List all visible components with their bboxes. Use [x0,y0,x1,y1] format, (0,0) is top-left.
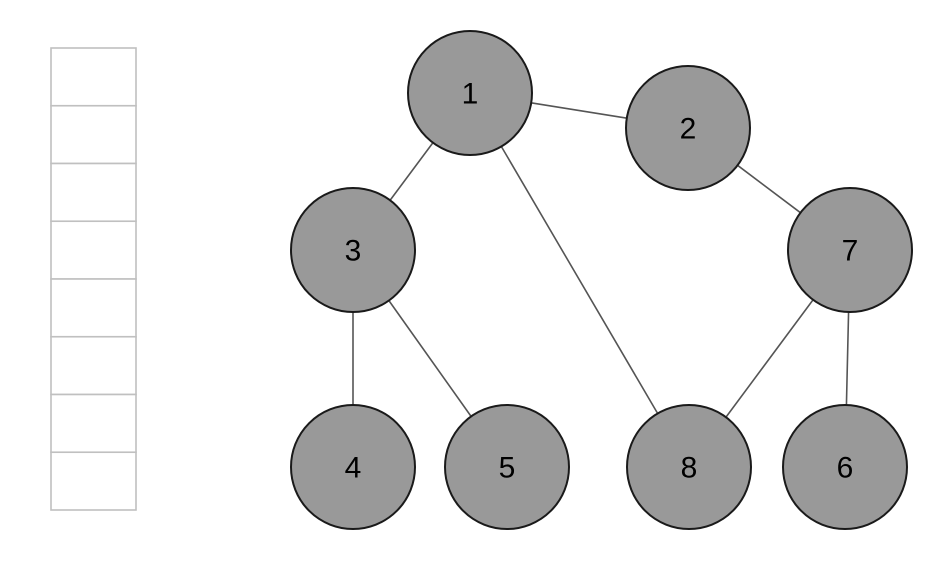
node-circle-6[interactable] [782,404,908,530]
cell-row[interactable] [50,393,137,454]
graph-node-4[interactable]: 4 [290,404,416,530]
graph-nodes: 1 2 3 7 4 5 8 6 [290,30,913,530]
node-label-8: 8 [681,452,698,485]
node-label-1: 1 [462,78,479,111]
cell-row[interactable] [50,335,137,396]
node-circle-2[interactable] [625,65,751,191]
node-circle-1[interactable] [407,30,533,156]
node-circle-7[interactable] [787,187,913,313]
cell-row[interactable] [50,278,137,338]
graph-edge-3-5 [387,298,473,419]
cell-row[interactable] [50,47,137,107]
graph-node-7[interactable]: 7 [787,187,913,313]
node-label-6: 6 [837,452,854,485]
node-label-5: 5 [499,452,516,485]
node-label-4: 4 [345,452,362,485]
node-label-2: 2 [680,113,697,146]
node-circle-5[interactable] [444,404,570,530]
graph-node-6[interactable]: 6 [782,404,908,530]
node-circle-8[interactable] [626,404,752,530]
graph-node-1[interactable]: 1 [407,30,533,156]
graph-edge-1-8 [500,144,659,416]
cell-row[interactable] [50,162,137,223]
graph-edge-7-8 [724,298,815,419]
graph-edge-7-6 [845,310,850,407]
node-circle-4[interactable] [290,404,416,530]
node-label-7: 7 [842,235,859,268]
node-circle-3[interactable] [290,187,416,313]
cell-row[interactable] [50,104,137,165]
graph-edge-1-3 [388,141,435,202]
graph-edge-1-2 [529,101,629,120]
graph-node-5[interactable]: 5 [444,404,570,530]
node-label-3: 3 [345,235,362,268]
cell-row[interactable] [50,451,137,511]
empty-cell-column [50,47,137,511]
graph-node-8[interactable]: 8 [626,404,752,530]
graph-edge-2-7 [735,163,803,215]
cell-row[interactable] [50,220,137,280]
graph-node-3[interactable]: 3 [290,187,416,313]
graph-node-2[interactable]: 2 [625,65,751,191]
graph-edges [352,101,850,419]
